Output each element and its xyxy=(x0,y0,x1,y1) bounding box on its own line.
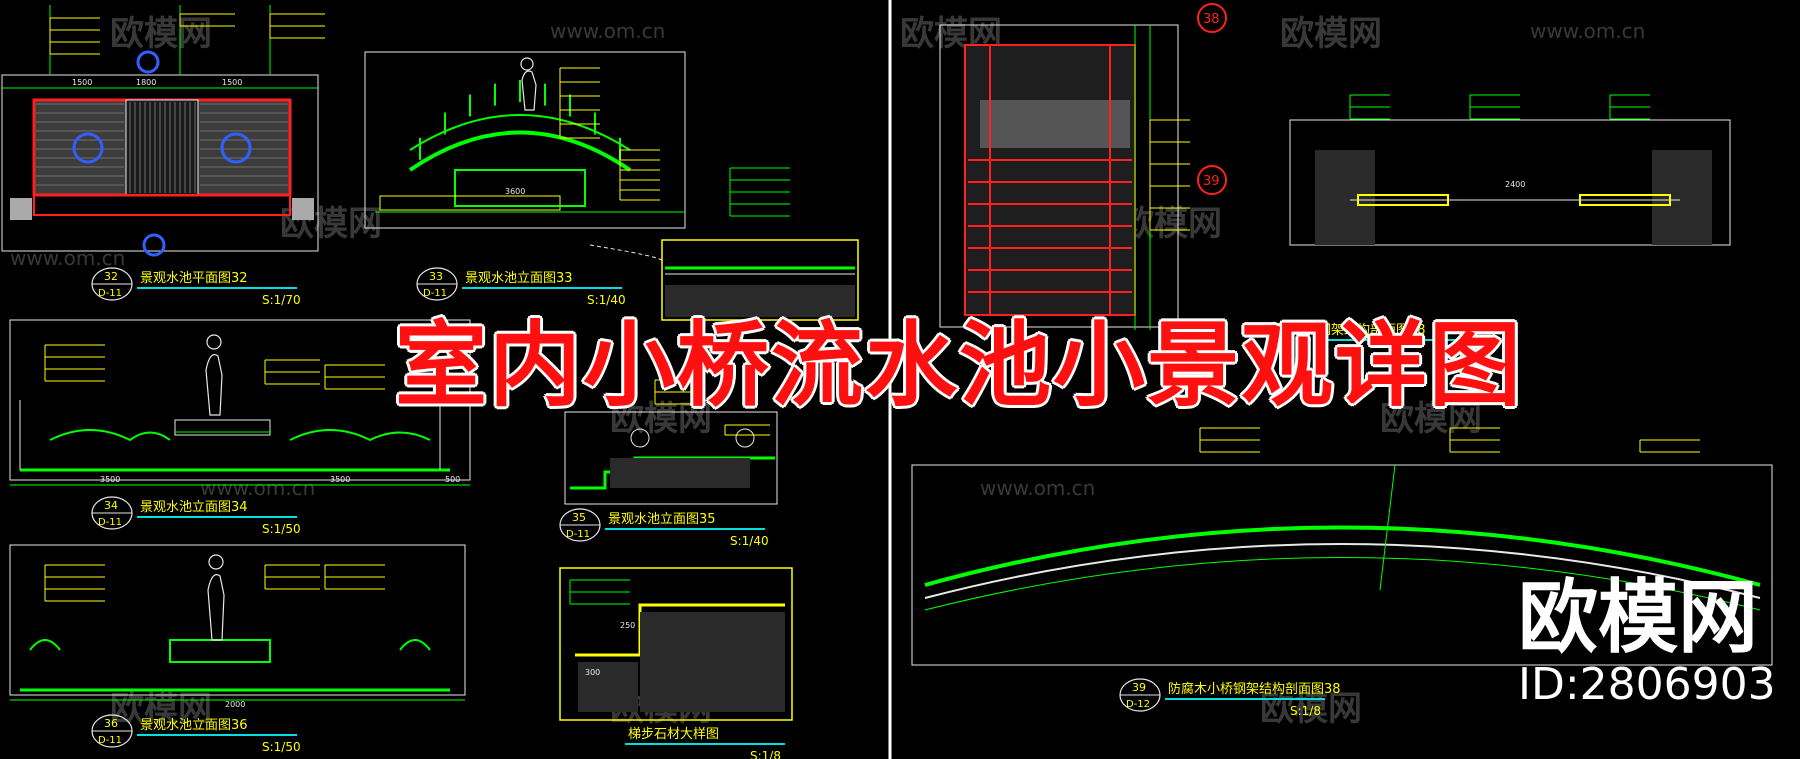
detail-sheet-ref: D-11 xyxy=(98,735,122,746)
detail-number: 36 xyxy=(104,717,118,730)
watermark-text: 欧模网 xyxy=(1280,14,1382,54)
plan-dim-total: 1800 xyxy=(136,78,156,87)
elevation-35 xyxy=(564,379,778,505)
detail-title: 防腐木小桥钢架结构剖面图38 xyxy=(1168,681,1341,697)
detail-scale: S:1/50 xyxy=(262,522,301,536)
beam-dim: 2400 xyxy=(1505,180,1525,189)
detail-title: 景观水池立面图35 xyxy=(608,512,716,527)
elevation-34: 3500 3500 500 xyxy=(9,319,471,486)
section-39-arch xyxy=(911,427,1773,666)
stair-dim-b: 300 xyxy=(585,668,600,677)
detail-title: 钢架结构剖面图38 xyxy=(1318,323,1426,338)
detail-sheet-ref: D-11 xyxy=(566,529,590,540)
watermark-text: 欧模网 xyxy=(610,399,712,439)
watermark-url: www.om.cn xyxy=(980,476,1095,500)
detail-scale: S:1/8 xyxy=(750,749,781,759)
detail-number: 34 xyxy=(104,499,118,512)
detail-title: 景观水池立面图34 xyxy=(140,500,248,515)
watermark-url: www.om.cn xyxy=(10,246,125,270)
elev34-dim-a: 3500 xyxy=(100,475,120,484)
detail-scale: S:1/40 xyxy=(730,534,769,548)
bridge-span-dim: 3600 xyxy=(505,187,525,196)
detail-title: 景观水池平面图32 xyxy=(140,271,248,286)
detail-title: 梯步石材大样图 xyxy=(628,727,719,742)
section-38-beam: 2400 xyxy=(1289,94,1731,246)
watermark-url: www.om.cn xyxy=(550,19,665,43)
plan-dim-left: 1500 xyxy=(72,78,92,87)
detail-scale: S:1/5 xyxy=(1440,345,1471,359)
brand-logo-text: 欧模网 xyxy=(1518,571,1758,664)
section-39-column: 38 39 xyxy=(939,3,1227,330)
detail-sheet-ref: D-12 xyxy=(1126,699,1150,710)
callout-38: 38 xyxy=(1203,12,1220,27)
detail-scale: S:1/8 xyxy=(1290,704,1321,718)
brand-id: ID:2806903 xyxy=(1518,659,1776,710)
elev36-dim-a: 2000 xyxy=(225,700,245,709)
detail-sheet-ref: D-11 xyxy=(98,288,122,299)
plan-dim-right: 1500 xyxy=(222,78,242,87)
callout-39: 39 xyxy=(1203,174,1220,189)
detail-scale: S:1/40 xyxy=(587,293,626,307)
watermark-text: 欧模网 xyxy=(1380,399,1482,439)
plan-32: 1800 1500 1500 xyxy=(1,5,325,257)
detail-sheet-ref: D-11 xyxy=(423,288,447,299)
detail-title: 景观水池立面图36 xyxy=(140,718,248,733)
watermark-text: 欧模网 xyxy=(1260,689,1362,729)
section-detail-box xyxy=(589,167,859,321)
detail-number: 33 xyxy=(429,270,443,283)
elev34-dim-b: 3500 xyxy=(330,475,350,484)
headline-title: 室内小桥流水池小景观详图 xyxy=(395,312,1524,419)
watermark-text: 欧模网 xyxy=(1120,204,1222,244)
detail-number: 32 xyxy=(104,270,118,283)
watermark-url: www.om.cn xyxy=(1530,19,1645,43)
detail-scale: S:1/50 xyxy=(262,740,301,754)
detail-title-block: 梯步石材大样图 S:1/8 xyxy=(625,727,785,759)
watermark-text: 欧模网 xyxy=(110,689,212,729)
stair-dim-a: 250 xyxy=(620,621,635,630)
detail-scale: S:1/70 xyxy=(262,293,301,307)
elevation-36: 2000 xyxy=(9,544,466,709)
detail-number: 35 xyxy=(572,511,586,524)
detail-sheet-ref: D-11 xyxy=(98,517,122,528)
watermark-text: 欧模网 xyxy=(110,14,212,54)
detail-number: 39 xyxy=(1132,681,1146,694)
elev34-dim-c: 500 xyxy=(445,475,460,484)
detail-title: 景观水池立面图33 xyxy=(465,271,573,286)
stair-detail: 250 300 xyxy=(559,567,793,721)
elevation-33: 3600 xyxy=(364,51,686,229)
